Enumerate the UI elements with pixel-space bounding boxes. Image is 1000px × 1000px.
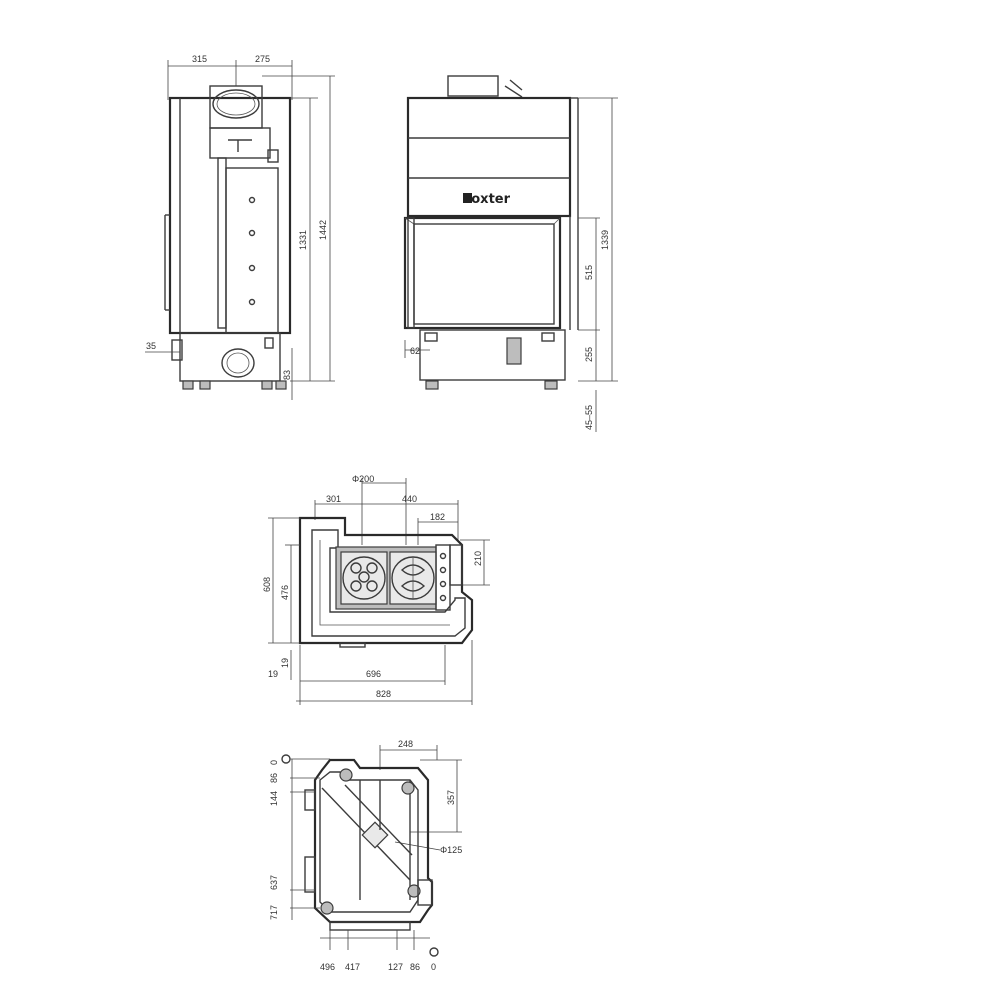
plan-dim-828: 828 (376, 689, 391, 699)
plan-dim-182: 182 (430, 512, 445, 522)
bottom-dim-phi125: Φ125 (440, 845, 462, 855)
bottom-dim-86: 86 (410, 962, 420, 972)
side-dim-35: 35 (146, 341, 156, 351)
bottom-dim-left-144: 144 (269, 791, 279, 806)
bottom-dim-127: 127 (388, 962, 403, 972)
bottom-dim-left-86: 86 (269, 773, 279, 783)
plan-dim-440: 440 (402, 494, 417, 504)
side-view: 315 275 (145, 54, 335, 400)
side-dim-1442: 1442 (318, 220, 328, 240)
plan-dim-301: 301 (326, 494, 341, 504)
front-dim-515: 515 (584, 265, 594, 280)
side-dim-275: 275 (255, 54, 270, 64)
bottom-dim-417: 417 (345, 962, 360, 972)
plan-dim-476: 476 (280, 585, 290, 600)
plan-dim-696: 696 (366, 669, 381, 679)
bottom-dim-0: 0 (431, 962, 436, 972)
plan-dim-19a: 19 (268, 669, 278, 679)
bottom-dim-357: 357 (446, 790, 456, 805)
bottom-dim-left-637: 637 (269, 875, 279, 890)
plan-dim-19b: 19 (280, 658, 290, 668)
bottom-dim-248: 248 (398, 739, 413, 749)
plan-dim-608: 608 (262, 577, 272, 592)
front-dim-legs: 45–55 (584, 405, 594, 430)
plan-dim-210: 210 (473, 551, 483, 566)
bottom-dim-left-717: 717 (269, 905, 279, 920)
plan-dim-flue: Φ200 (352, 474, 374, 484)
hoxter-logo: hoxter (462, 192, 511, 207)
front-dim-255: 255 (584, 347, 594, 362)
bottom-dim-496: 496 (320, 962, 335, 972)
hoxter-logo-mark (463, 193, 472, 203)
plan-view: Φ200 301 440 182 210 (262, 474, 490, 705)
side-dim-1331: 1331 (298, 230, 308, 250)
front-dim-1339: 1339 (600, 230, 610, 250)
front-dim-62: 62 (410, 346, 420, 356)
bottom-view: 248 357 Φ125 0 86 144 637 (269, 739, 462, 972)
side-dim-315: 315 (192, 54, 207, 64)
front-view: hoxter 1339 515 255 45–55 62 (403, 75, 618, 432)
bottom-dim-left-0: 0 (269, 760, 279, 765)
side-dim-83: 83 (282, 370, 292, 380)
